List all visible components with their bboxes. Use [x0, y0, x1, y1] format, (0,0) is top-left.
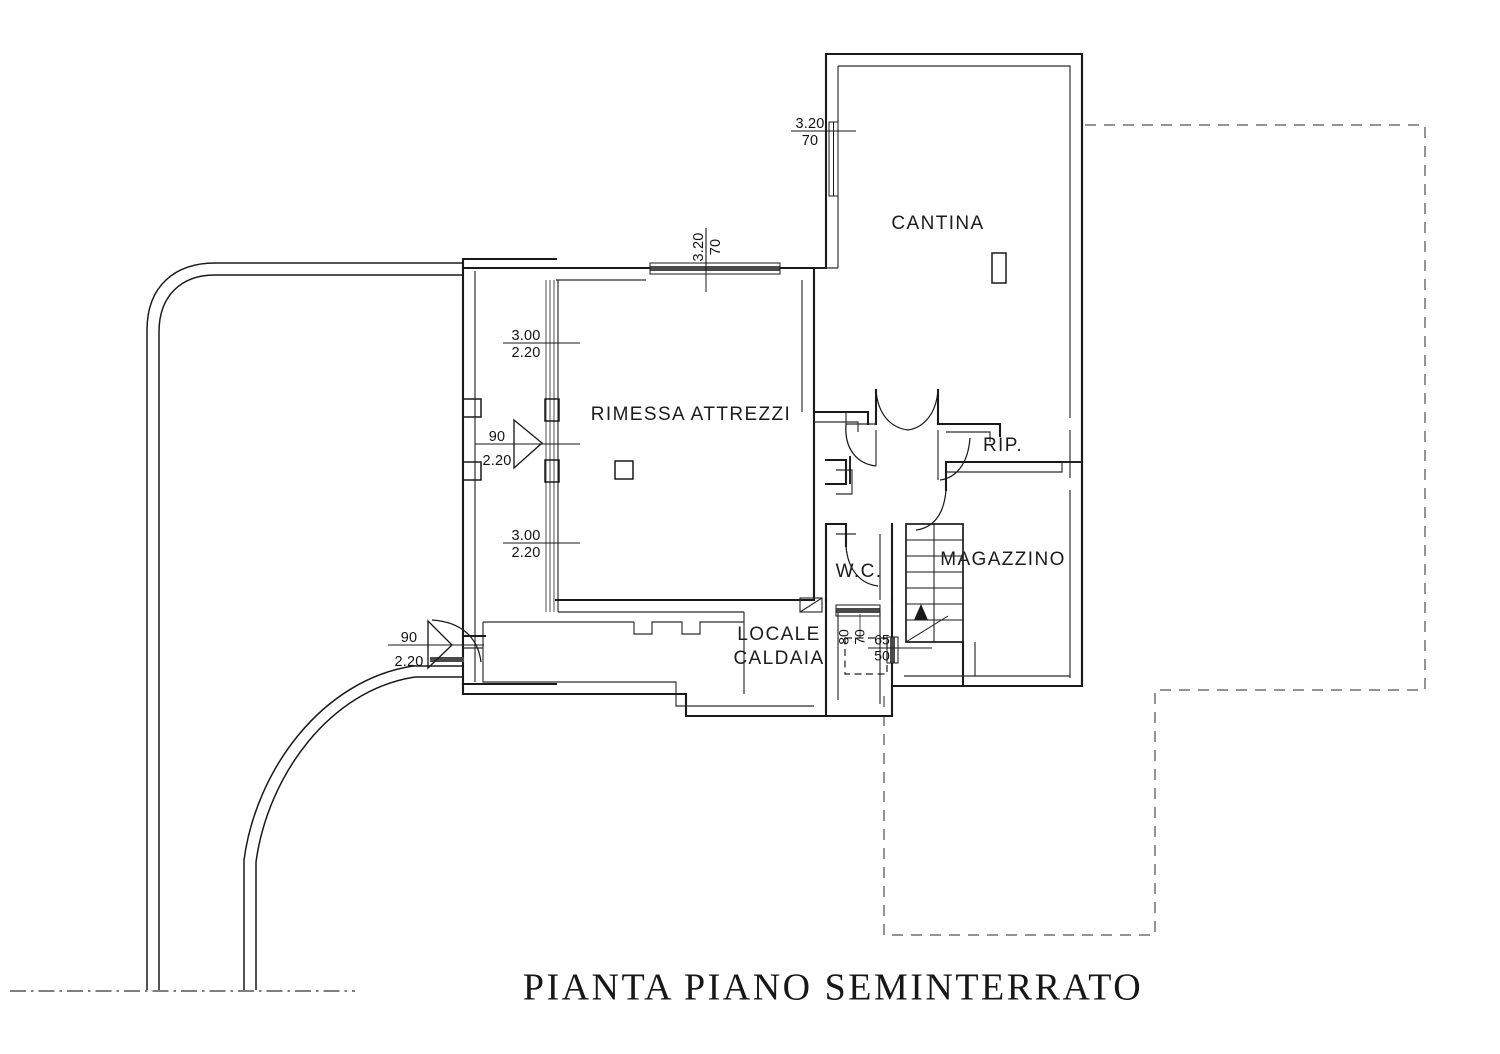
room-label-wc: W.C.: [836, 561, 883, 582]
dim-value-width: 3.20: [691, 232, 707, 261]
room-cantina: [824, 52, 1084, 688]
door-arc-west-upper: [845, 423, 877, 467]
dim-value-height: 2.20: [511, 545, 540, 561]
dimension-rimessa-upper-door: 3.00 2.20: [503, 328, 580, 361]
dimension-rimessa-north-window: 3.20 70: [691, 228, 724, 266]
room-label-magazzino: MAGAZZINO: [940, 549, 1066, 570]
pillar-rimessa: [614, 460, 634, 480]
door-swing-triangle: [427, 619, 453, 670]
niche-lower: [462, 461, 482, 481]
dimension-cantina-window: 3.20 70: [791, 116, 856, 149]
opening-shaft-east: [886, 636, 899, 664]
dim-value-width: 3.00: [511, 328, 540, 344]
pillar-cantina: [991, 252, 1007, 284]
page-title: PIANTA PIANO SEMINTERRATO: [523, 967, 1143, 1009]
window-wc: [835, 604, 881, 617]
dim-value-height: 70: [852, 629, 868, 645]
door-arc-north-left: [875, 389, 909, 431]
wc-shaft-area: [835, 604, 899, 675]
dimension-caldaia-door: 90 2.20: [388, 619, 484, 670]
window-cantina-west: [828, 121, 839, 197]
door-arc-wc: [845, 545, 879, 587]
dim-value-width: 90: [489, 429, 506, 445]
room-rimessa-attrezzi: [461, 257, 816, 686]
driveway-ramp: [146, 262, 463, 990]
dim-value-height: 50: [874, 648, 890, 664]
room-label-locale-caldaia-line2: CALDAIA: [733, 648, 824, 669]
dim-value-height: 2.20: [482, 453, 511, 469]
room-label-rimessa-attrezzi: RIMESSA ATTREZZI: [591, 404, 791, 425]
dim-value-width: 3.20: [795, 116, 824, 132]
dimension-rimessa-lower-door: 3.00 2.20: [503, 528, 580, 561]
symbol-diagonal-box: [799, 597, 823, 613]
jamb-lower: [544, 459, 560, 483]
dim-value-height: 70: [802, 133, 819, 149]
door-swing-triangle: [513, 418, 544, 470]
dimension-shaft-opening: 65 50: [868, 632, 932, 664]
window-rimessa-north: [649, 262, 781, 275]
dim-value-height: 2.20: [394, 654, 423, 670]
dimension-rimessa-pedestrian-door: 90 2.20: [475, 418, 580, 470]
dimension-wc-window: 80 70: [836, 629, 868, 645]
door-arc-east-rip: [939, 437, 971, 481]
stair-direction-arrow: [914, 604, 928, 620]
dim-value-height: 70: [708, 239, 724, 256]
stair-direction-line: [905, 615, 949, 643]
room-label-locale-caldaia-line1: LOCALE: [737, 624, 820, 645]
door-arc-north-right: [907, 389, 939, 431]
room-label-ripostiglio: RIP.: [983, 435, 1023, 456]
jamb-upper: [544, 398, 560, 422]
dim-value-width: 80: [836, 629, 852, 645]
dim-value-height: 2.20: [511, 345, 540, 361]
staircase: [905, 523, 964, 643]
central-vestibule: [812, 388, 1084, 718]
door-arc-east-magazzino: [915, 489, 947, 531]
dim-value-width: 3.00: [511, 528, 540, 544]
room-locale-caldaia: [430, 612, 828, 718]
projection-outline-dashed: [883, 124, 1426, 936]
door-caldaia: [430, 619, 482, 663]
room-label-cantina: CANTINA: [891, 213, 984, 234]
dim-value-width: 90: [401, 630, 418, 646]
rooms-east: [824, 598, 1084, 718]
dim-value-width: 65: [874, 632, 890, 648]
niche-upper: [462, 398, 482, 418]
